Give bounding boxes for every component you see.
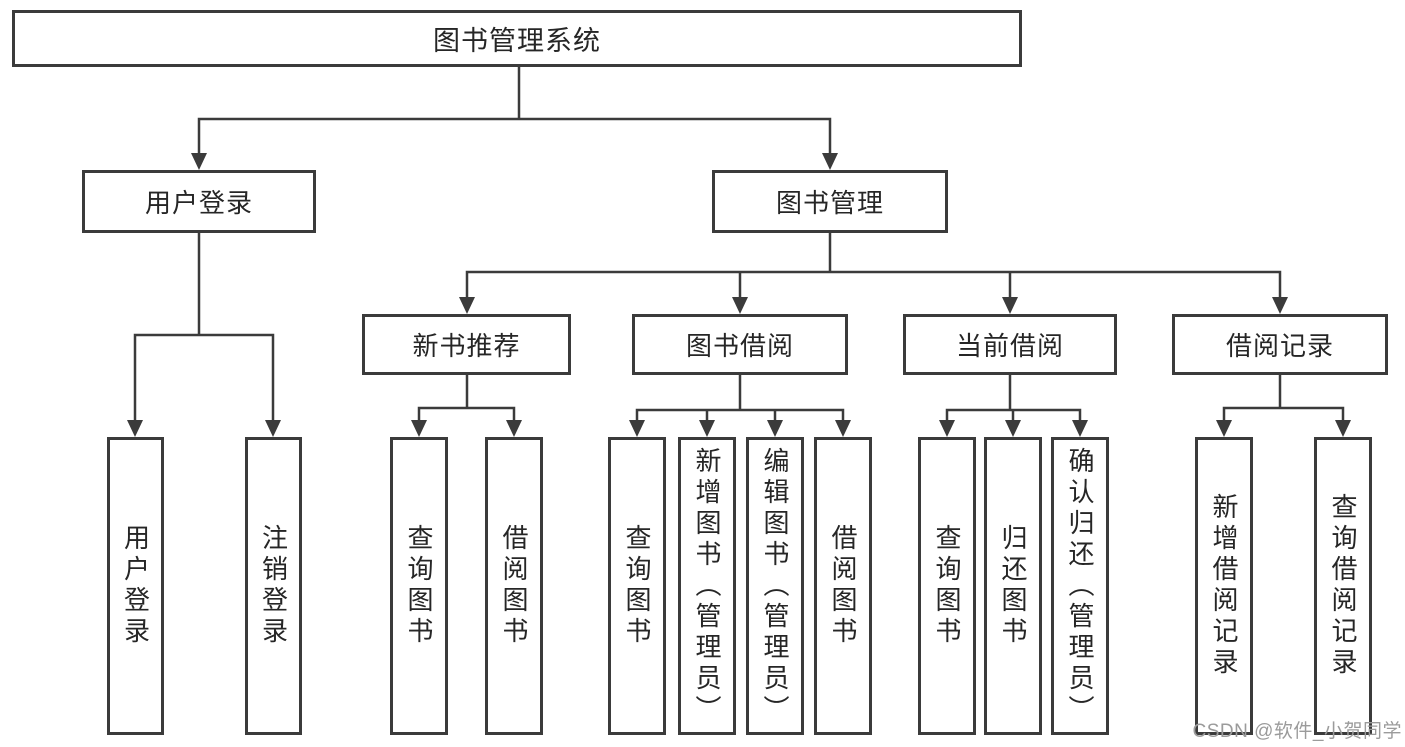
node-label: 借阅图书 <box>828 524 858 648</box>
leaf-cb-query-books: 查询图书 <box>918 437 976 735</box>
node-label: 查询图书 <box>404 524 434 648</box>
leaf-bb-borrow-books: 借阅图书 <box>814 437 872 735</box>
leaf-logout-login: 注销登录 <box>245 437 302 735</box>
node-label: 图书管理 <box>775 188 884 218</box>
node-user-login: 用户登录 <box>82 170 316 233</box>
node-label: 确认归还（管理员） <box>1065 446 1095 726</box>
node-label: 用户登录 <box>120 524 151 648</box>
node-label: 借阅记录 <box>1225 331 1334 361</box>
node-label: 查询图书 <box>932 524 962 648</box>
node-book-borrowing: 图书借阅 <box>632 314 848 375</box>
node-label: 用户登录 <box>144 188 253 218</box>
node-book-management: 图书管理 <box>712 170 948 233</box>
node-label: 新增借阅记录 <box>1209 493 1239 679</box>
leaf-nb-borrow-books: 借阅图书 <box>485 437 543 735</box>
node-label: 新书推荐 <box>412 331 521 361</box>
leaf-bb-edit-books-admin: 编辑图书（管理员） <box>746 437 804 735</box>
node-label: 注销登录 <box>258 524 289 648</box>
node-label: 查询借阅记录 <box>1328 493 1358 679</box>
node-label: 图书管理系统 <box>433 26 601 56</box>
node-label: 编辑图书（管理员） <box>760 446 790 726</box>
leaf-user-login: 用户登录 <box>107 437 164 735</box>
node-library-management-system: 图书管理系统 <box>12 10 1022 67</box>
node-current-borrowing: 当前借阅 <box>903 314 1117 375</box>
leaf-cb-confirm-return-admin: 确认归还（管理员） <box>1051 437 1109 735</box>
node-new-book-recommendation: 新书推荐 <box>362 314 571 375</box>
watermark-csdn: CSDN @软件_小贺同学 <box>1192 721 1402 742</box>
leaf-nb-query-books: 查询图书 <box>390 437 448 735</box>
node-label: 查询图书 <box>622 524 652 648</box>
node-label: 归还图书 <box>998 524 1028 648</box>
leaf-bb-add-books-admin: 新增图书（管理员） <box>678 437 736 735</box>
leaf-bb-query-books: 查询图书 <box>608 437 666 735</box>
leaf-br-query-record: 查询借阅记录 <box>1314 437 1372 735</box>
leaf-cb-return-books: 归还图书 <box>984 437 1042 735</box>
node-label: 新增图书（管理员） <box>692 446 722 726</box>
node-label: 图书借阅 <box>685 331 794 361</box>
node-label: 借阅图书 <box>499 524 529 648</box>
leaf-br-add-record: 新增借阅记录 <box>1195 437 1253 735</box>
node-label: 当前借阅 <box>955 331 1064 361</box>
node-borrowing-records: 借阅记录 <box>1172 314 1388 375</box>
